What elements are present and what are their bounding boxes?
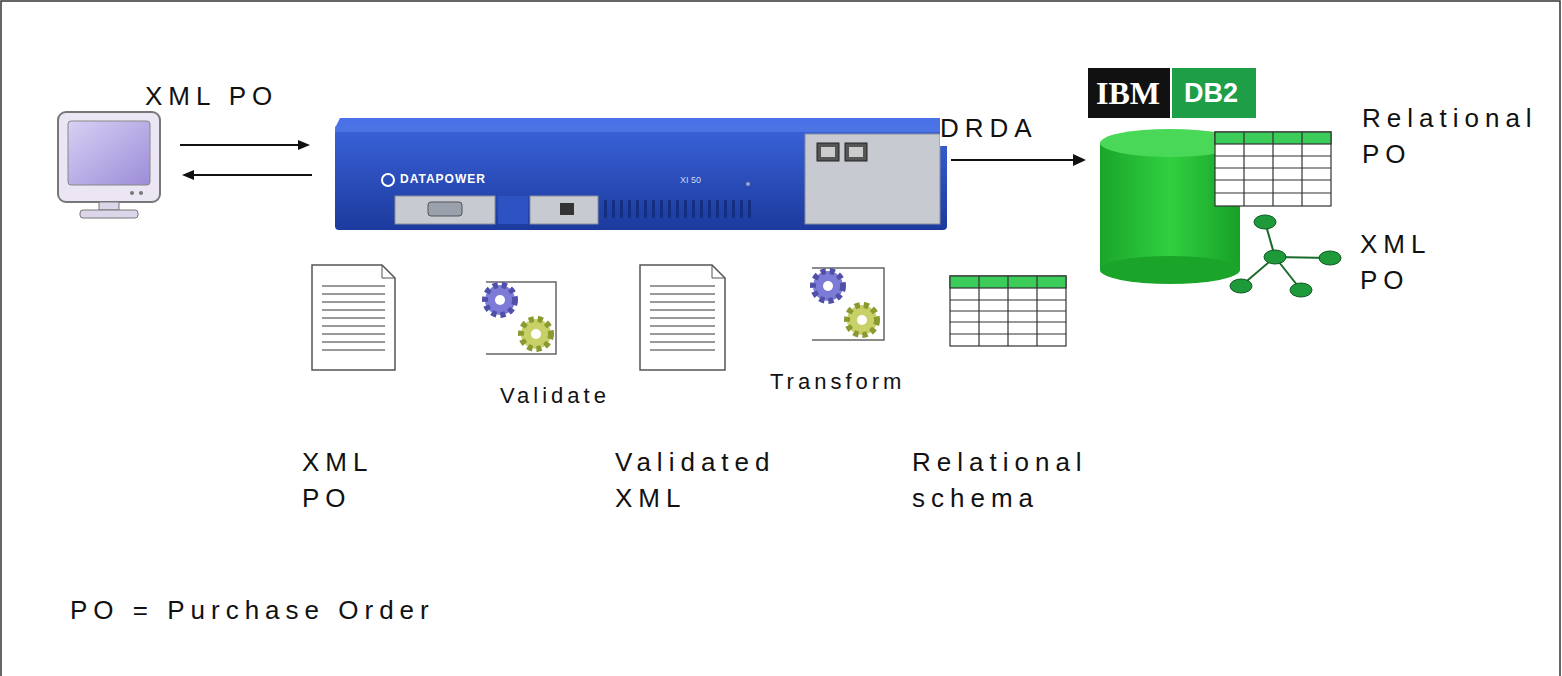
validate-gears-icon: [485, 282, 556, 354]
relational-po-table: [1215, 132, 1331, 206]
xml-document-icon: [312, 265, 395, 370]
step-label: Transform: [770, 364, 905, 400]
artifact-label: Validated XML: [615, 444, 815, 516]
datapower-appliance: [335, 118, 947, 230]
connector-arrow: [951, 154, 1086, 166]
storage-label: XML PO: [1360, 226, 1470, 298]
legend-note: PO = Purchase Order: [70, 592, 435, 628]
step-label: Validate: [500, 378, 610, 414]
request-response-arrows: [180, 140, 312, 180]
ibm-logo-box: [1088, 68, 1170, 118]
database-node: IBM DB2: [1088, 66, 1256, 282]
model-text: XI 50: [680, 175, 701, 185]
relational-table-icon: [950, 276, 1066, 346]
transform-gears-icon: [812, 268, 884, 340]
connector-label: DRDA: [940, 110, 1038, 146]
appliance-box: DATAPOWER XI 50: [335, 118, 947, 230]
artifact-label: Relational schema: [912, 444, 1122, 516]
db2-logo-text: DB2: [1184, 78, 1238, 109]
artifact-label: XML PO: [302, 444, 412, 516]
validated-document-icon: [640, 265, 725, 370]
db2-logo-box: [1172, 68, 1256, 118]
storage-label: Relational PO: [1362, 100, 1552, 172]
brand-text: DATAPOWER: [400, 172, 486, 186]
message-label: XML PO: [145, 78, 278, 114]
monitor-icon: [58, 112, 160, 218]
ibm-logo-text: IBM: [1096, 75, 1160, 112]
xml-po-tree: [1230, 215, 1341, 297]
